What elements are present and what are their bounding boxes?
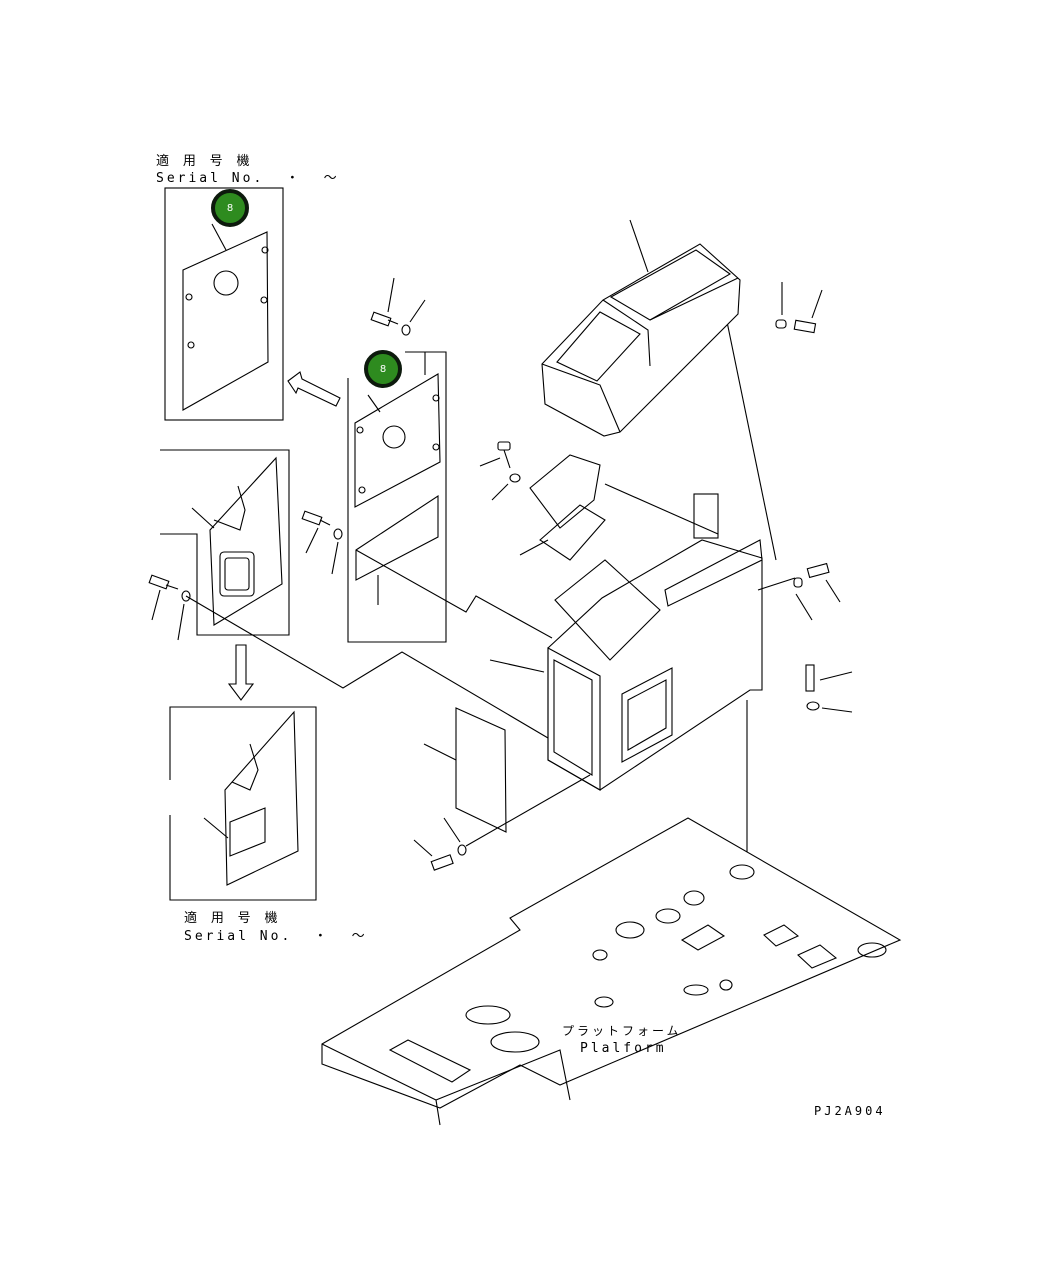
platform-label-en: Plalform — [580, 1041, 667, 1056]
leader-lines — [185, 311, 777, 872]
applicable-serial-label-top: 適 用 号 機 — [156, 154, 253, 169]
detail-box-top — [164, 187, 284, 421]
bolts-left — [148, 277, 426, 641]
console-cover — [541, 219, 823, 437]
console-frame — [489, 493, 853, 791]
platform — [321, 817, 902, 1126]
platform-label-jp: プラットフォーム — [562, 1024, 682, 1038]
detail-box-bottom — [169, 706, 317, 901]
serial-no-label-top: Serial No. ・ ～ — [156, 171, 340, 186]
drawing-code: PJ2A904 — [814, 1104, 886, 1118]
arrow-to-bottom-box — [227, 644, 255, 701]
callout-badge-1[interactable]: 8 — [211, 189, 249, 227]
side-cover-plate — [413, 707, 591, 871]
applicable-serial-label-bottom: 適 用 号 機 — [184, 911, 281, 926]
detail-box-middle — [347, 351, 447, 643]
lever-assembly — [479, 441, 606, 561]
serial-no-label-bottom: Serial No. ・ ～ — [184, 929, 368, 944]
arrow-to-top-box — [287, 371, 341, 407]
callout-badge-2[interactable]: 8 — [364, 350, 402, 388]
detail-box-left — [160, 449, 290, 636]
